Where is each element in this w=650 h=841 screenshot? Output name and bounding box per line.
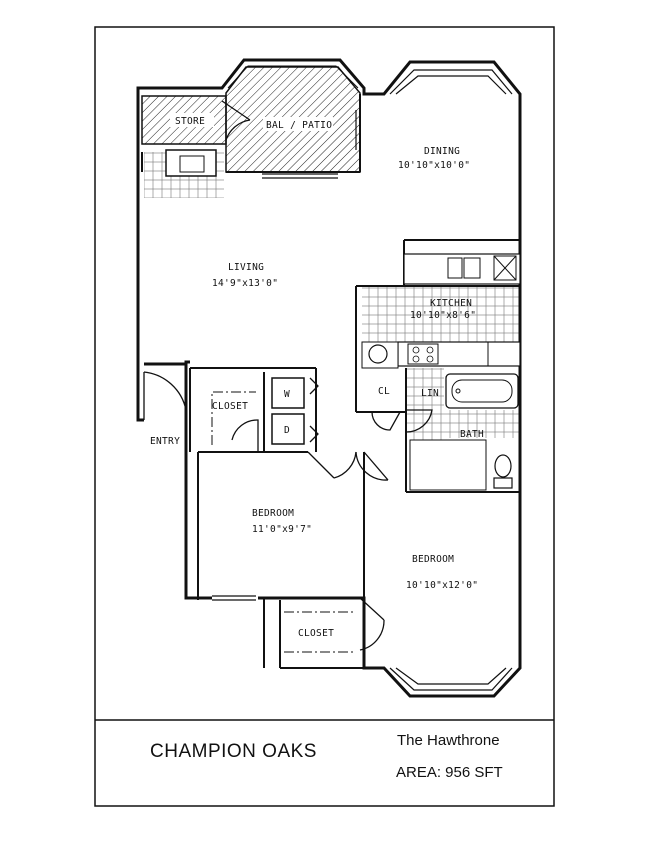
bedroom-2-size: 10'10"x12'0": [406, 580, 478, 591]
closet-label: CLOSET: [212, 401, 248, 412]
bedroom-1-label: BEDROOM: [252, 508, 294, 519]
burner-icon: [426, 355, 434, 363]
fireplace-firebox: [179, 155, 205, 173]
toilet-tank-icon: [493, 477, 513, 489]
range-icon: [407, 343, 439, 365]
living-size: 14'9"x13'0": [212, 278, 278, 289]
page-border: [94, 26, 555, 807]
doors: [143, 100, 433, 651]
burner-icon: [426, 346, 434, 354]
kitchen-size: 10'10"x8'6": [410, 310, 476, 321]
kitchen-counter-lower: [397, 341, 521, 367]
bedroom-1-size: 11'0"x9'7": [252, 524, 312, 535]
store-label-bg: [170, 113, 214, 127]
washer-label: W: [284, 389, 290, 400]
plan-area: AREA: 956 SFT: [396, 764, 503, 781]
cl-label: CL: [378, 386, 390, 397]
refrigerator-icon: [487, 341, 521, 367]
plan-name: The Hawthrone: [397, 732, 500, 749]
dryer-label: D: [284, 425, 290, 436]
living-label: LIVING: [228, 262, 264, 273]
balcony-label-bg: [263, 117, 333, 131]
dining-bay-window: [389, 69, 513, 95]
linen-label: LIN: [421, 388, 439, 399]
bedroom-2-label: BEDROOM: [412, 554, 454, 565]
dishwasher-icon: [493, 255, 517, 281]
water-heater-box: [361, 341, 399, 369]
dishwasher-x-2: [493, 255, 517, 281]
bedroom-bay-window: [389, 667, 513, 691]
interior-walls: [141, 94, 520, 669]
balcony-label: BAL / PATIO: [266, 120, 332, 131]
closet-shelves: [211, 391, 356, 653]
windows: [212, 110, 357, 601]
entry-label: ENTRY: [150, 436, 180, 447]
kitchen-label: KITCHEN: [430, 298, 472, 309]
balcony-rail: [227, 65, 359, 89]
dryer-icon: [271, 413, 305, 445]
bathtub-drain-icon: [455, 388, 461, 394]
exterior-walls: [136, 58, 522, 698]
bathtub-icon: [445, 373, 519, 409]
sink-basin-right: [463, 257, 481, 279]
bath-label: BATH: [460, 429, 484, 440]
burner-icon: [412, 346, 420, 354]
water-heater-icon: [368, 344, 388, 364]
toilet-bowl-icon: [494, 454, 512, 478]
store-label: STORE: [175, 116, 205, 127]
dining-size: 10'10"x10'0": [398, 160, 470, 171]
burner-icon: [412, 355, 420, 363]
kitchen-tile: [362, 286, 520, 342]
closet-2-label: CLOSET: [298, 628, 334, 639]
vanity-counter: [409, 439, 487, 491]
community-name: CHAMPION OAKS: [150, 741, 317, 762]
washer-icon: [271, 377, 305, 409]
sink-basin-left: [447, 257, 463, 279]
bathtub-inner: [451, 379, 513, 403]
dining-label: DINING: [424, 146, 460, 157]
